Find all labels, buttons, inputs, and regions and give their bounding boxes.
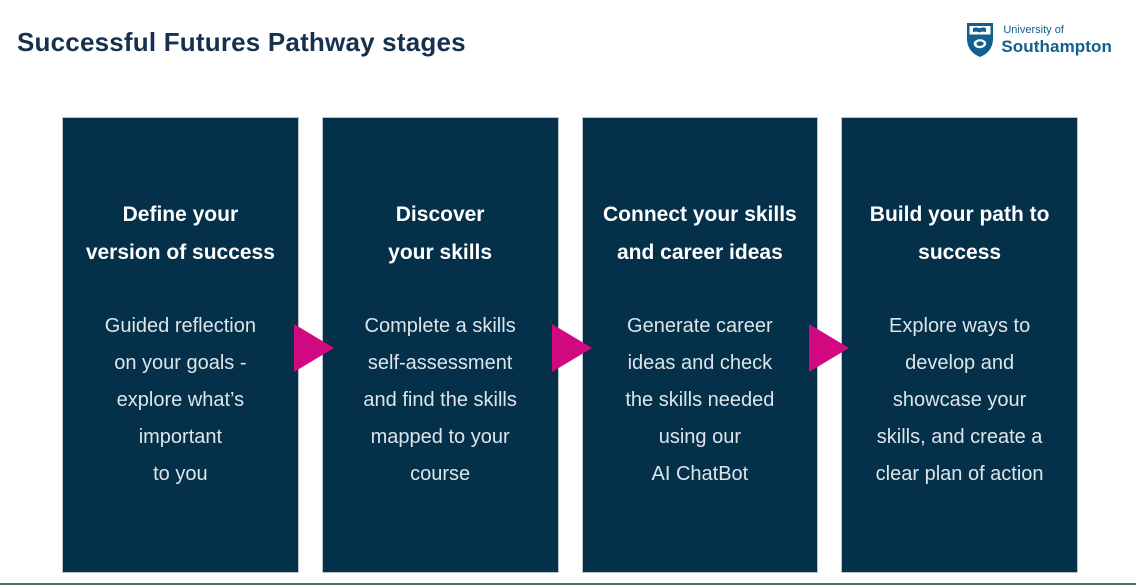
stage-description: Generate career ideas and check the skil… <box>625 315 775 485</box>
stage-heading: Connect your skills and career ideas <box>603 203 797 264</box>
stage-description: Explore ways to develop and showcase you… <box>875 315 1044 485</box>
footer-divider-line <box>0 583 1136 585</box>
flow-arrow-right-icon <box>294 324 334 372</box>
pathway-stage-cards: Define your version of success Guided re… <box>62 117 1078 573</box>
stage-card-define: Define your version of success Guided re… <box>62 117 299 573</box>
university-logo-text: University of Southampton <box>1001 24 1112 56</box>
stage-heading: Build your path to success <box>869 203 1050 264</box>
logo-southampton-label: Southampton <box>1001 37 1112 56</box>
flow-arrow-right-icon <box>552 324 592 372</box>
stage-heading: Define your version of success <box>85 203 275 264</box>
stage-description: Guided reflection on your goals - explor… <box>104 315 256 485</box>
university-logo: University of Southampton <box>965 22 1112 58</box>
stage-card-discover: Discover your skills Complete a skills s… <box>321 117 559 573</box>
stage-card-connect: Connect your skills and career ideas Gen… <box>581 117 819 573</box>
flow-arrow-right-icon <box>809 324 849 372</box>
page-title: Successful Futures Pathway stages <box>17 27 466 57</box>
stage-card-build: Build your path to success Explore ways … <box>841 117 1078 573</box>
stage-description: Complete a skills self-assessment and fi… <box>363 315 517 485</box>
university-crest-icon <box>967 23 994 57</box>
logo-university-of-label: University of <box>1003 24 1064 36</box>
stage-heading: Discover your skills <box>388 203 493 264</box>
